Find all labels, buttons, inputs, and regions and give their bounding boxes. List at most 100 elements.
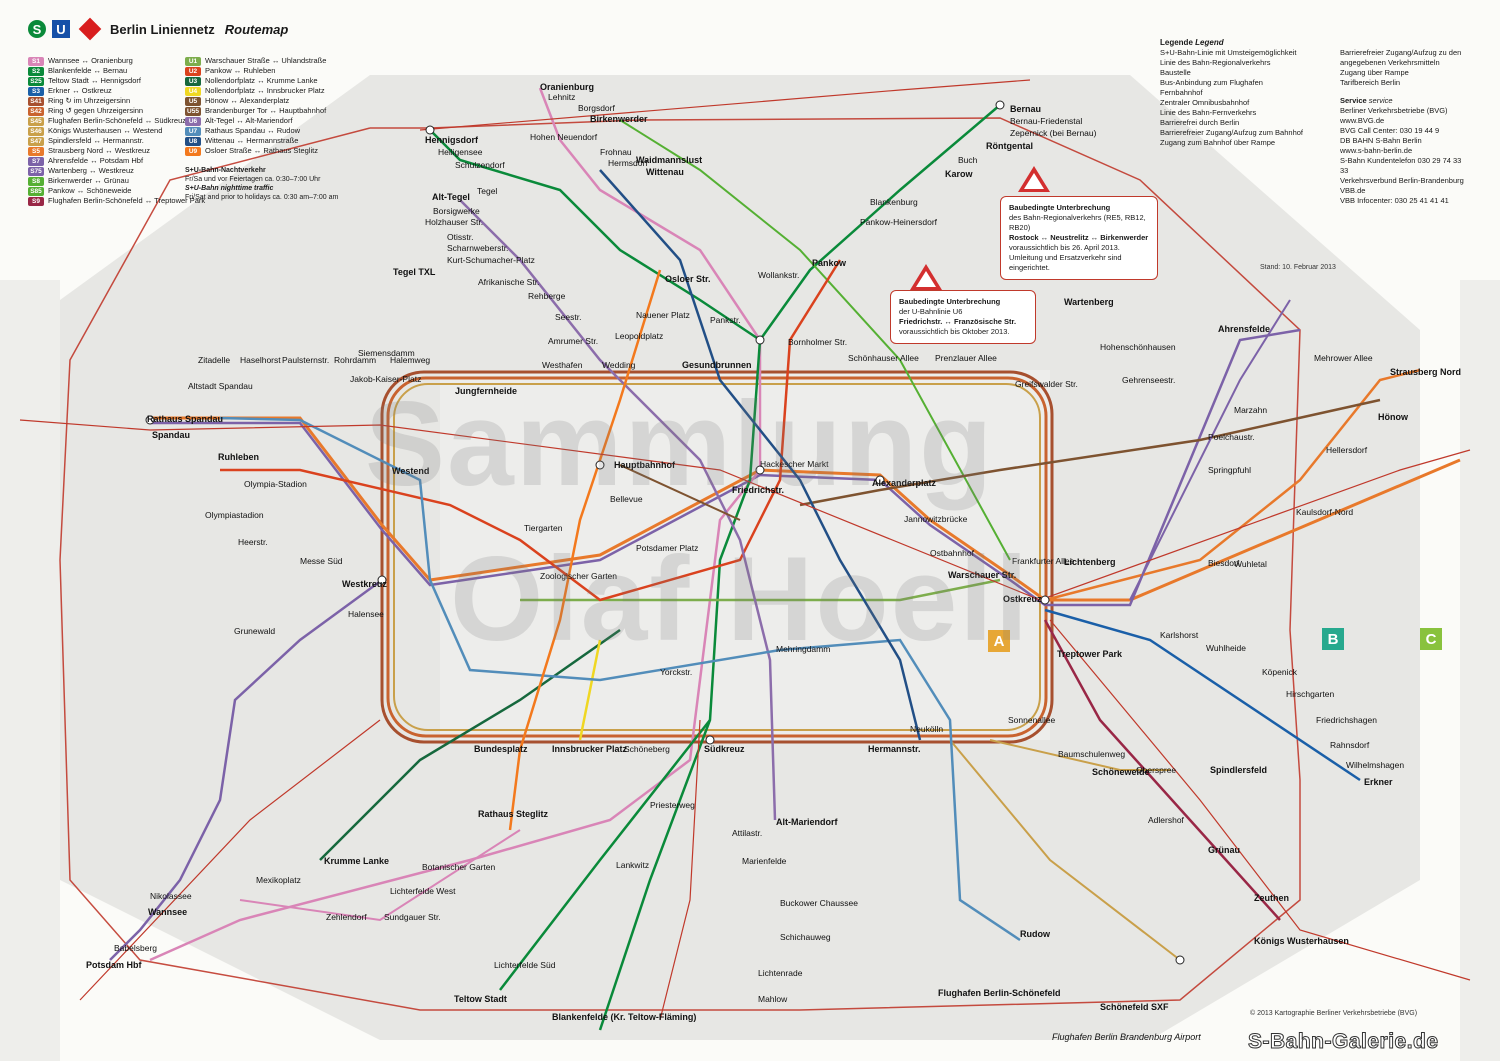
station-amrumer-str: Amrumer Str. bbox=[548, 336, 598, 346]
sbahn-line-description: Pankow ↔ Schöneweide bbox=[48, 186, 132, 195]
legend-title-en: Legend bbox=[1195, 38, 1224, 47]
station-gehrenseestr: Gehrenseestr. bbox=[1122, 375, 1175, 385]
station-bornholmer-str: Bornholmer Str. bbox=[788, 337, 847, 347]
station-hermannstr: Hermannstr. bbox=[868, 744, 921, 754]
ubahn-line-row: U9 Osloer Straße ↔ Rathaus Steglitz bbox=[185, 146, 355, 156]
sbahn-line-badge: S2 bbox=[28, 66, 44, 76]
station-oberspree: Oberspree bbox=[1136, 765, 1176, 775]
ring-line-s42 bbox=[386, 376, 1048, 738]
station-birkenwerder: Birkenwerder bbox=[590, 114, 648, 124]
sbahn-line-badge: S75 bbox=[28, 166, 44, 176]
station-marker-westkreuz bbox=[377, 575, 387, 585]
station-zoologischer-garten: Zoologischer Garten bbox=[540, 571, 617, 581]
station-paulsternstr: Paulsternstr. bbox=[282, 355, 329, 365]
station-potsdam-hbf: Potsdam Hbf bbox=[86, 960, 143, 970]
sbahn-line-badge: S25 bbox=[28, 76, 44, 86]
ubahn-line-description: Osloer Straße ↔ Rathaus Steglitz bbox=[205, 146, 318, 155]
airport-label: Flughafen Berlin Brandenburg Airport bbox=[1052, 1032, 1201, 1042]
notice-regional: Baubedingte Unterbrechung des Bahn-Regio… bbox=[1000, 196, 1158, 280]
station-olympiastadion: Olympiastadion bbox=[205, 510, 264, 520]
legend-right: Barrierefreier Zugang/Aufzug zu den ange… bbox=[1340, 48, 1470, 206]
regional-rb-sw bbox=[79, 719, 381, 1001]
night-note-title: S+U-Bahn-Nachtverkehr bbox=[185, 167, 266, 174]
map-title: Berlin Liniennetz bbox=[110, 21, 215, 37]
notice-regional-l3: voraussichtlich bis 26. April 2013. bbox=[1009, 243, 1120, 252]
station-westhafen: Westhafen bbox=[542, 360, 583, 370]
station-spandau: Spandau bbox=[152, 430, 190, 440]
sbahn-line-description: Spindlersfeld ↔ Hermannstr. bbox=[48, 136, 144, 145]
station-mahlow: Mahlow bbox=[758, 994, 788, 1004]
legend-item: S+U-Bahn-Linie mit Umsteigemöglichkeit bbox=[1160, 48, 1297, 57]
station-schoeneberg: Schöneberg bbox=[624, 744, 670, 754]
station-lichterfelde-west: Lichterfelde West bbox=[390, 886, 456, 896]
ubahn-line-badge: U8 bbox=[185, 136, 201, 146]
station-springpfuhl: Springpfuhl bbox=[1208, 465, 1251, 475]
station-kurt-schumacher-platz: Kurt-Schumacher-Platz bbox=[447, 255, 535, 265]
map-credits: © 2013 Kartographie Berliner Verkehrsbet… bbox=[1250, 1010, 1418, 1017]
sbahn-line-description: Ahrensfelde ↔ Potsdam Hbf bbox=[48, 156, 144, 165]
station-olympia-stadion: Olympia-Stadion bbox=[244, 479, 307, 489]
sbahn-line-description: Flughafen Berlin-Schönefeld ↔ Treptower … bbox=[48, 196, 206, 205]
s75-line bbox=[1129, 299, 1291, 601]
stadtbahn-line-s3 bbox=[1044, 608, 1361, 782]
ubahn-line-badge: U9 bbox=[185, 146, 201, 156]
station-rahnsdorf: Rahnsdorf bbox=[1330, 740, 1370, 750]
ubahn-line-badge: U6 bbox=[185, 116, 201, 126]
station-ahrensfelde: Ahrensfelde bbox=[1218, 324, 1270, 334]
map-header: S U Berlin Liniennetz Routemap bbox=[28, 17, 288, 41]
station-baumschulenweg: Baumschulenweg bbox=[1058, 749, 1125, 759]
station-frohnau: Frohnau bbox=[600, 147, 632, 157]
station-nikolassee: Nikolassee bbox=[150, 891, 192, 901]
sbahn-line-description: Ring ↻ im Uhrzeigersinn bbox=[48, 96, 131, 105]
sbahn-line-badge: S45 bbox=[28, 116, 44, 126]
legend-title-de: Legende bbox=[1160, 38, 1193, 47]
station-tegel-txl: Tegel TXL bbox=[393, 267, 436, 277]
station-nauener-platz: Nauener Platz bbox=[636, 310, 690, 320]
station-wittenau: Wittenau bbox=[646, 167, 684, 177]
s8-line bbox=[619, 119, 1011, 561]
station-friedrichshagen: Friedrichshagen bbox=[1316, 715, 1377, 725]
u6-line bbox=[459, 199, 777, 821]
station-marienfelde: Marienfelde bbox=[742, 856, 787, 866]
station-rathaus-spandau: Rathaus Spandau bbox=[147, 414, 223, 424]
legend-item: Fernbahnhof bbox=[1160, 88, 1203, 97]
station-hermsdorf: Hermsdorf bbox=[608, 158, 648, 168]
station-frankfurter-allee: Frankfurter Allee bbox=[1012, 556, 1075, 566]
ubahn-line-description: Pankow ↔ Ruhleben bbox=[205, 66, 276, 75]
legend-item: Barrierefreier Zugang/Aufzug zum Bahnhof bbox=[1160, 128, 1303, 137]
map-stand-date: Stand: 10. Februar 2013 bbox=[1260, 264, 1336, 271]
sbahn-logo-icon: S bbox=[28, 20, 46, 38]
station-westkreuz: Westkreuz bbox=[342, 579, 387, 589]
station-wollankstr: Wollankstr. bbox=[758, 270, 799, 280]
station-greifswalder-str: Greifswalder Str. bbox=[1015, 379, 1078, 389]
regional-rb-south bbox=[659, 719, 701, 1021]
station-ruhleben: Ruhleben bbox=[218, 452, 259, 462]
station-marker-ostkreuz bbox=[1040, 595, 1050, 605]
station-marker-friedrichstr bbox=[755, 465, 765, 475]
station-halemweg: Halemweg bbox=[390, 355, 430, 365]
u7-line bbox=[219, 416, 1021, 942]
station-wuhletal: Wuhletal bbox=[1234, 559, 1267, 569]
station-labels: Oranienburg Lehnitz Borgsdorf Birkenwerd… bbox=[86, 82, 1461, 1022]
station-alt-tegel: Alt-Tegel bbox=[432, 192, 470, 202]
station-marzahn: Marzahn bbox=[1234, 405, 1267, 415]
u9-line bbox=[508, 269, 662, 831]
station-ostkreuz: Ostkreuz bbox=[1003, 594, 1042, 604]
notice-regional-title: Baubedingte Unterbrechung bbox=[1009, 203, 1111, 212]
station-gesundbrunnen: Gesundbrunnen bbox=[682, 360, 752, 370]
zone-a-badge: A bbox=[988, 630, 1010, 652]
ubahn-line-badge: U7 bbox=[185, 126, 201, 136]
s45-line bbox=[949, 739, 1181, 961]
station-blankenburg: Blankenburg bbox=[870, 197, 918, 207]
station-attilastr: Attilastr. bbox=[732, 828, 762, 838]
station-warschauer-str: Warschauer Str. bbox=[948, 570, 1016, 580]
station-friedrichstr: Friedrichstr. bbox=[732, 485, 784, 495]
station-marker-bernau bbox=[995, 100, 1005, 110]
station-schoenhauser-allee: Schönhauser Allee bbox=[848, 353, 919, 363]
station-bundesplatz: Bundesplatz bbox=[474, 744, 528, 754]
